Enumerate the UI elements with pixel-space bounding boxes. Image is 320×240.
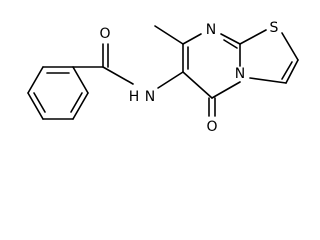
ring-nitrogen-top-label: N	[206, 22, 216, 38]
keto-group: O	[206, 97, 218, 135]
amide-linker: H N	[102, 66, 184, 105]
benzene-ring	[27, 66, 89, 120]
methyl-bond	[154, 25, 184, 45]
chemical-structure-diagram: O H N N N O S	[27, 20, 299, 135]
keto-oxygen-label: O	[206, 119, 217, 135]
amide-nh-hydrogen-label: H	[129, 89, 140, 105]
pyrimidinone-ring: N N	[182, 22, 245, 99]
sulfur-label: S	[270, 20, 279, 36]
amide-nitrogen-label: N	[145, 89, 155, 105]
ring-nitrogen-fused-label: N	[235, 66, 245, 82]
thiazole-ring: S	[239, 20, 299, 84]
benzoyl-carbonyl: O	[72, 26, 111, 68]
amide-oxygen-label: O	[99, 26, 110, 42]
